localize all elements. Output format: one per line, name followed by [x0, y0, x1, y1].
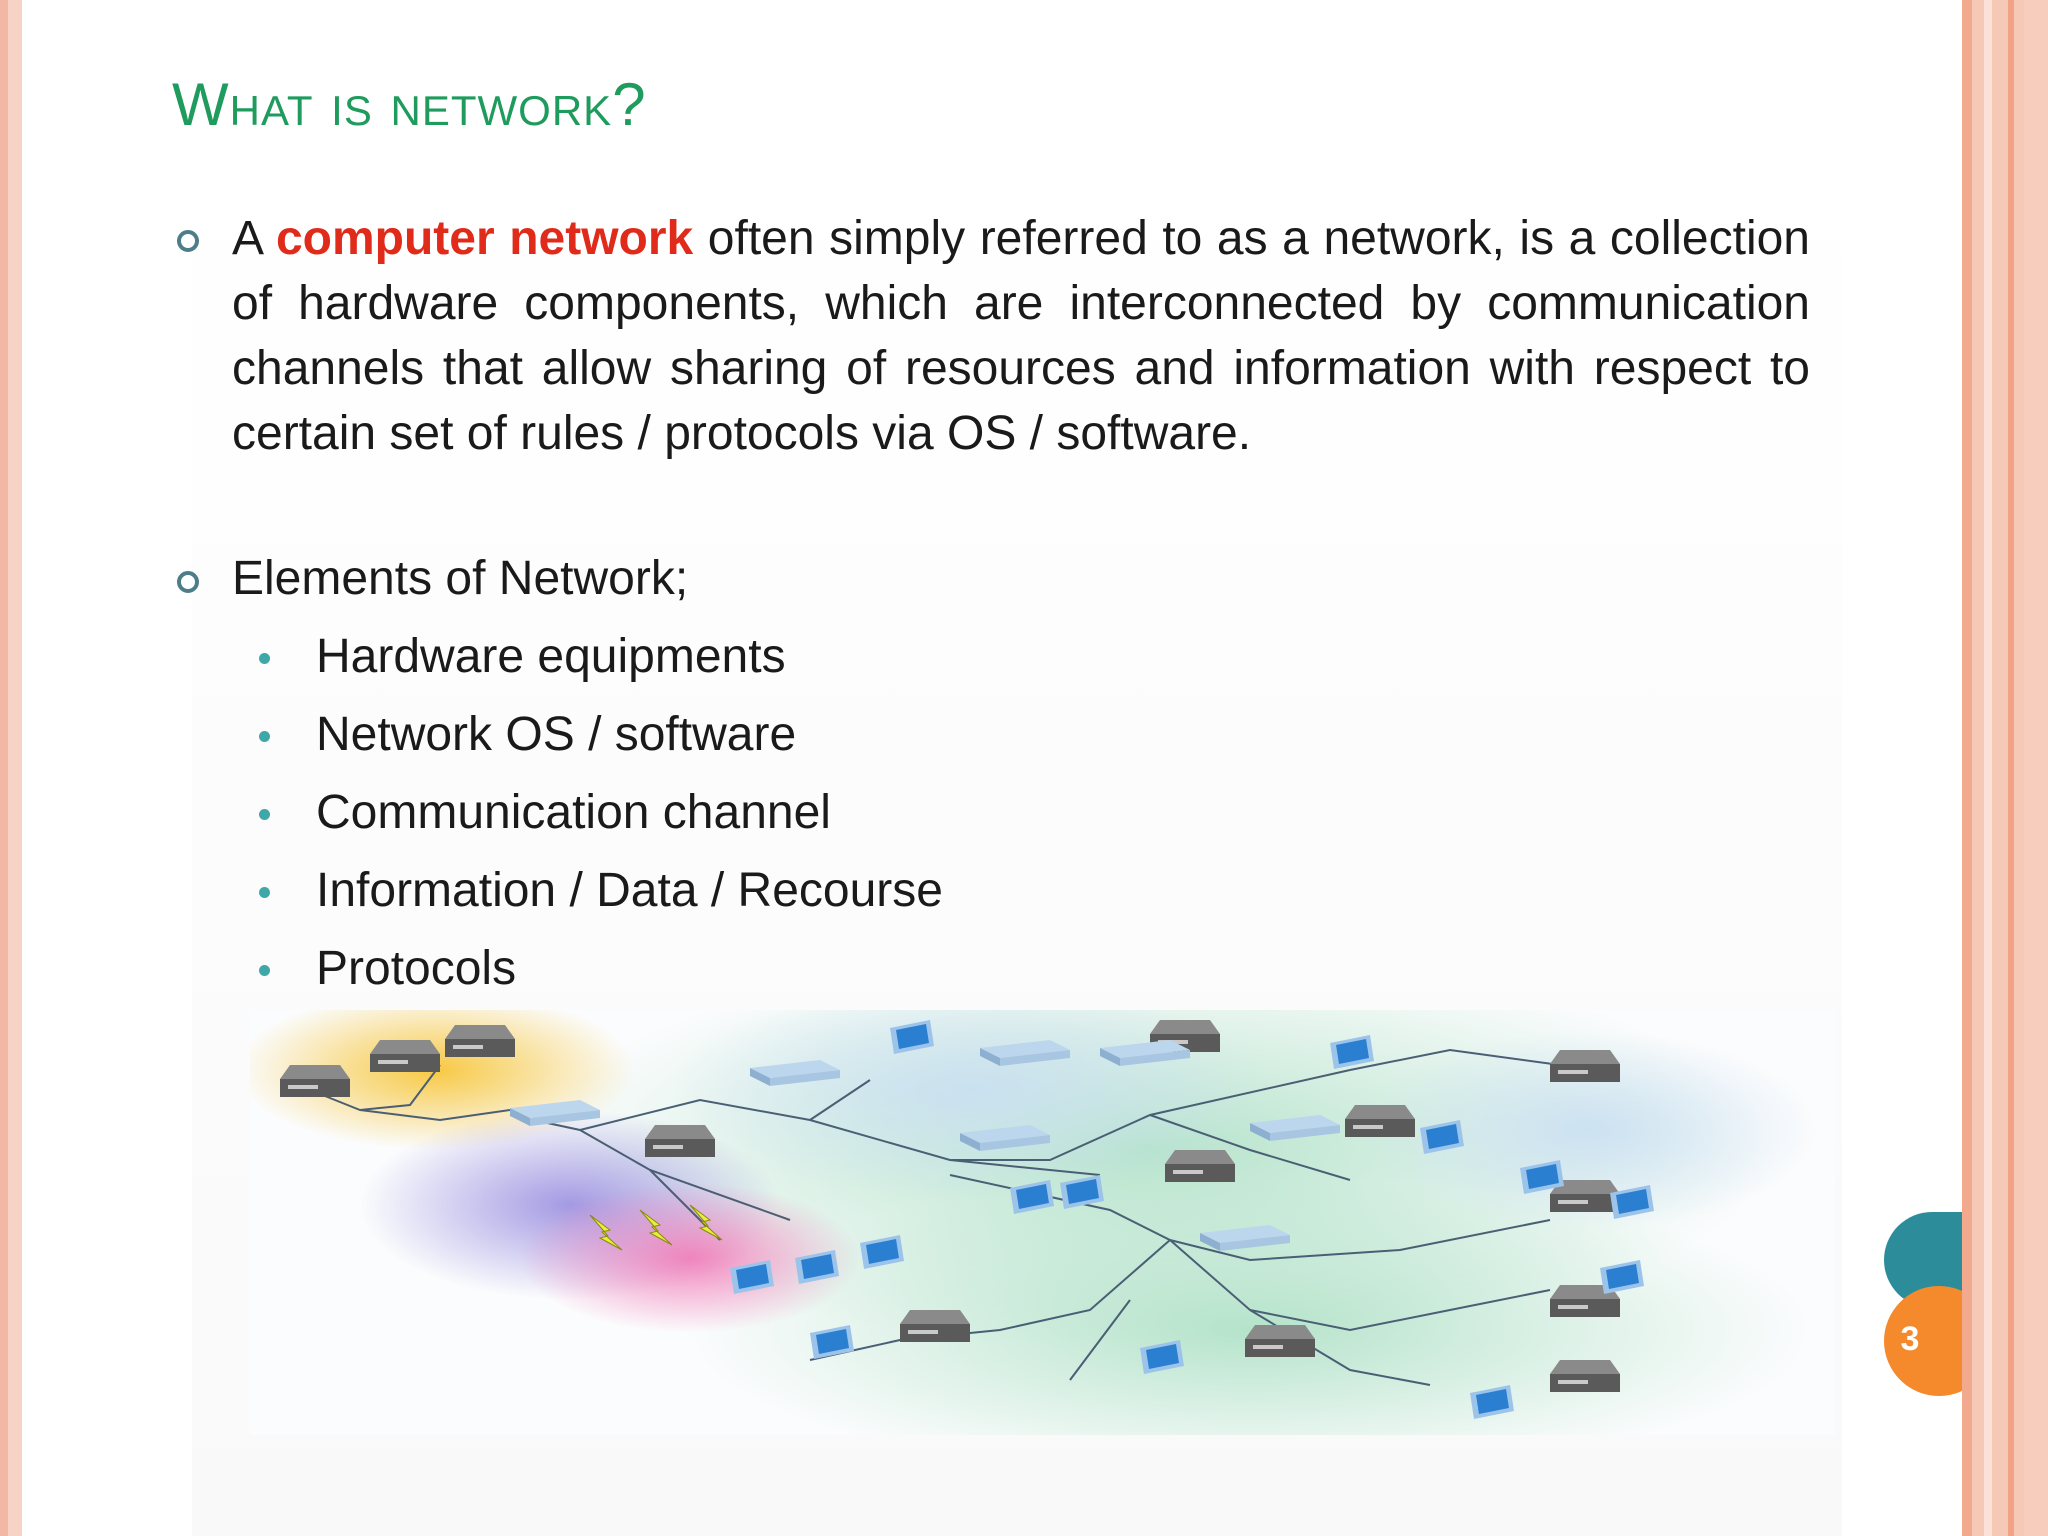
server-icon	[1165, 1150, 1235, 1182]
network-diagram	[250, 1010, 1835, 1435]
server-icon	[370, 1040, 440, 1072]
server-icon	[1345, 1105, 1415, 1137]
dot-bullet-icon	[259, 809, 270, 820]
server-icon	[1245, 1325, 1315, 1357]
highlight-term: computer network	[275, 212, 694, 265]
definition-paragraph: A computer network often simply referred…	[232, 206, 1810, 466]
dot-bullet-icon	[259, 731, 270, 742]
ring-bullet-icon	[177, 230, 199, 252]
dot-bullet-icon	[259, 887, 270, 898]
server-icon	[1550, 1360, 1620, 1392]
server-icon	[445, 1025, 515, 1057]
slide-title: What is network?	[172, 71, 647, 138]
ring-bullet-icon	[177, 571, 199, 593]
dot-bullet-icon	[259, 653, 270, 664]
list-item: Communication channel	[316, 786, 831, 839]
slide-frame-left-inner	[8, 0, 22, 1536]
slide-frame-right	[1962, 0, 2048, 1536]
elements-label: Elements of Network;	[232, 552, 689, 605]
page-badge	[1884, 1286, 1962, 1396]
list-item: Hardware equipments	[316, 630, 786, 683]
server-icon	[645, 1125, 715, 1157]
page-number: 3	[1900, 1320, 1920, 1358]
paragraph-text: often simply referred to as a network, i…	[232, 212, 1811, 460]
list-item: Information / Data / Recourse	[316, 864, 943, 917]
server-icon	[280, 1065, 350, 1097]
server-icon	[900, 1310, 970, 1342]
slide-frame-left	[0, 0, 8, 1536]
list-item: Network OS / software	[316, 708, 797, 761]
dot-bullet-icon	[259, 965, 270, 976]
list-item: Protocols	[316, 942, 517, 995]
paragraph-prefix: A	[232, 212, 276, 265]
lightning-icon	[589, 1204, 723, 1251]
server-icon	[1550, 1050, 1620, 1082]
